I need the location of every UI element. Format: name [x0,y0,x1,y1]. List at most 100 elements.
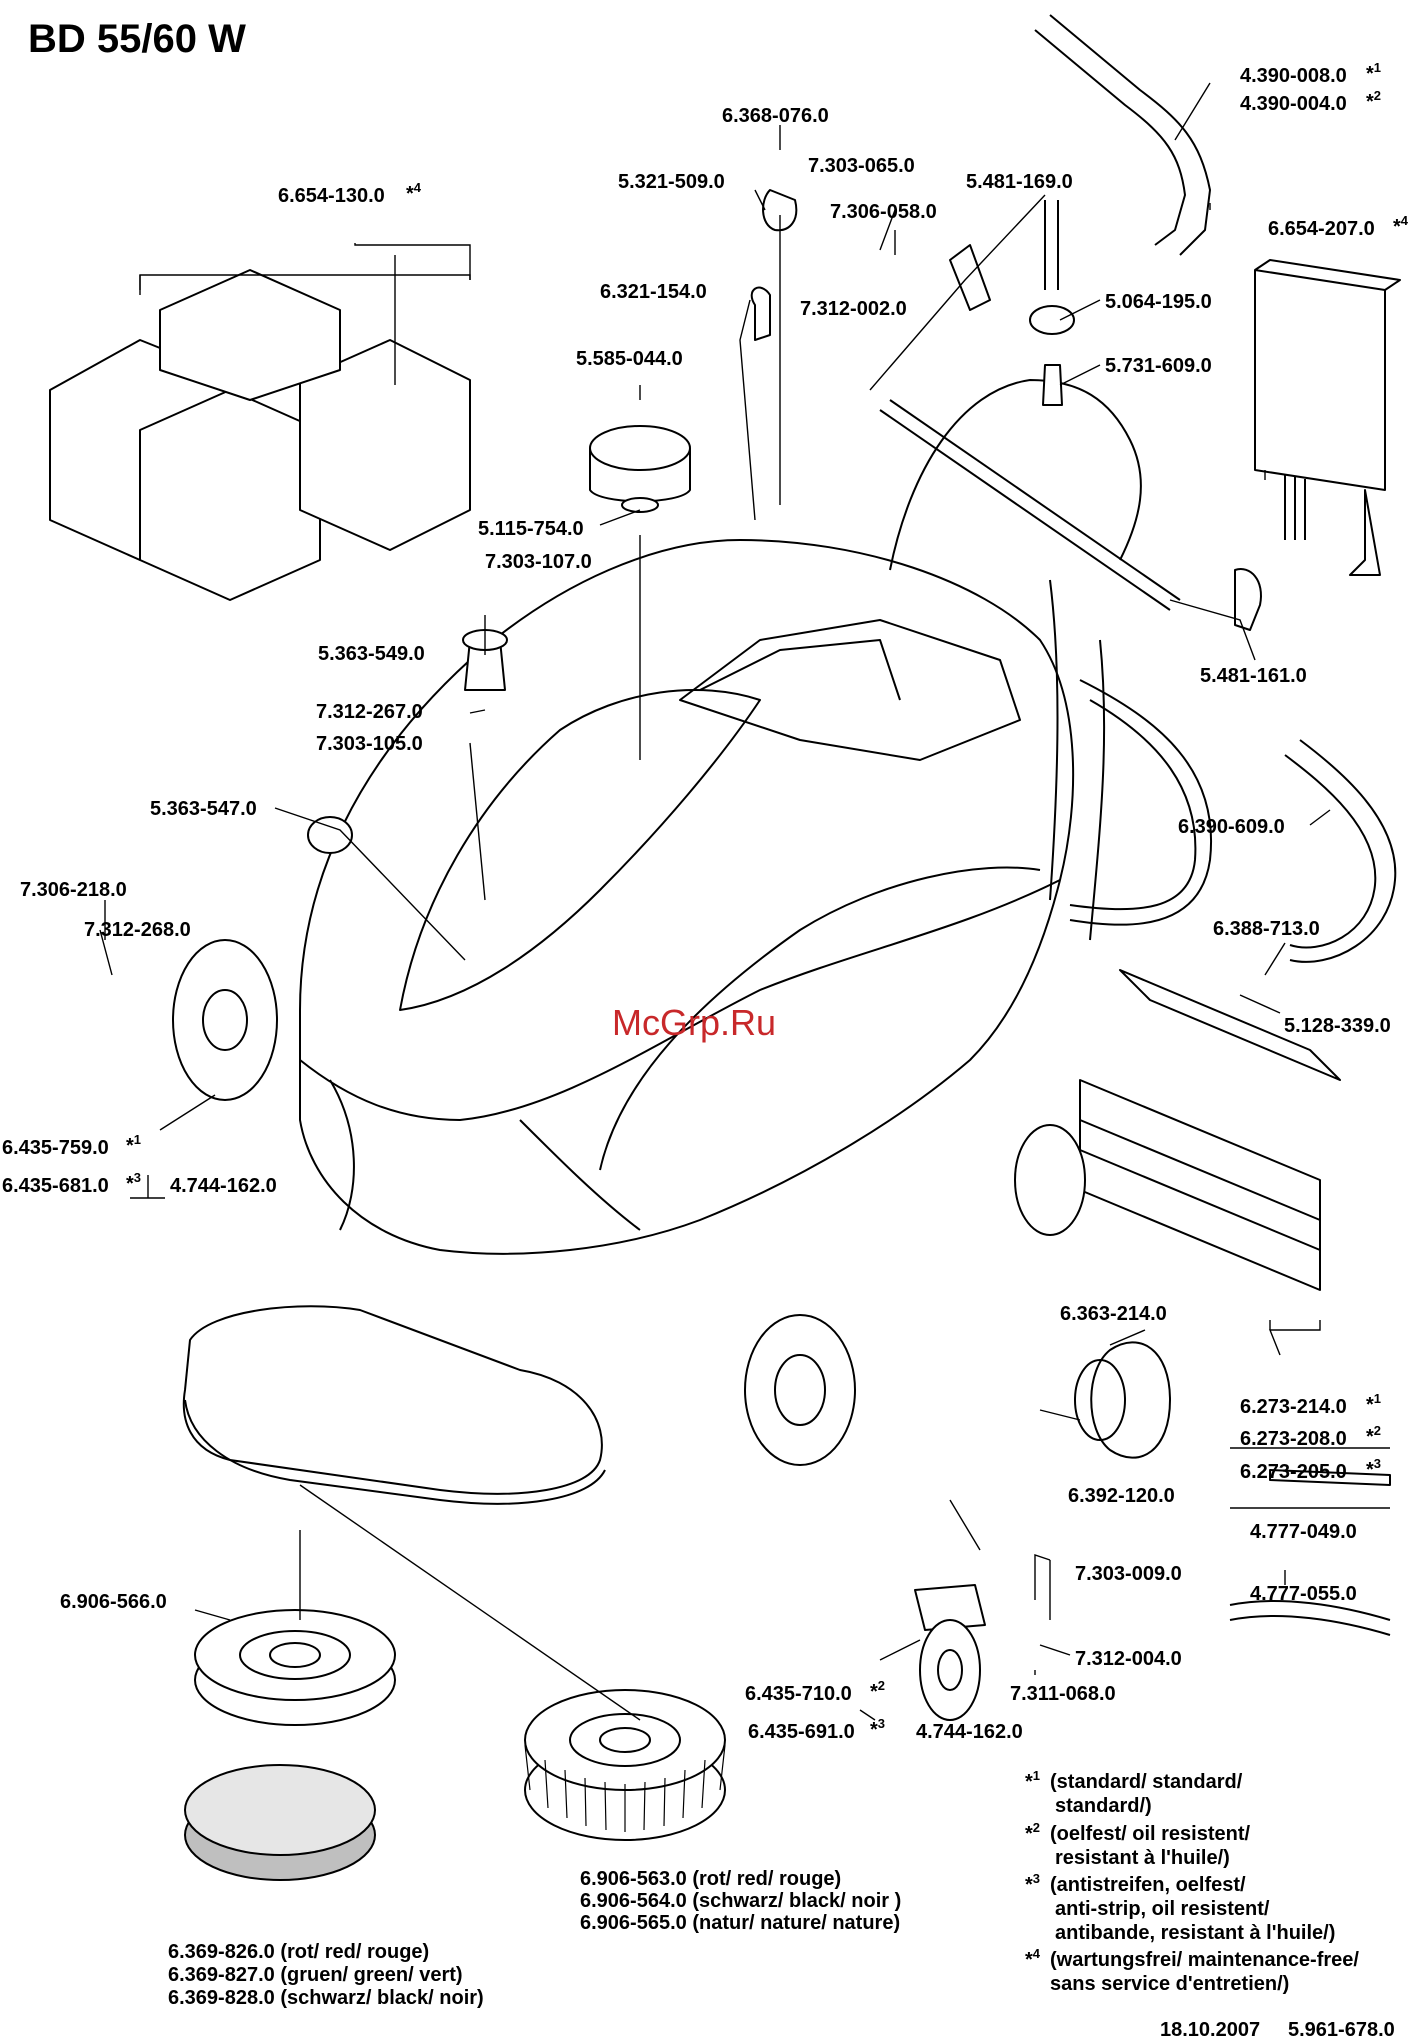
part-label-6654-207: 6.654-207.0 [1268,218,1375,240]
part-label-7306-218: 7.306-218.0 [20,879,127,901]
footnote-legend: *1 (standard/ standard/ standard/) *2 (o… [1025,1768,1359,1995]
part-label-7312-002: 7.312-002.0 [800,298,907,320]
svg-text:*3: *3 [870,1716,885,1741]
part-label-5128-339: 5.128-339.0 [1284,1015,1391,1037]
footnote-number: 4 [414,180,422,195]
legend-text: (standard/ standard/ [1050,1771,1243,1793]
pad-variant-label: 6.369-827.0 (gruen/ green/ vert) [168,1964,463,1986]
charger-drawing [1254,259,1401,576]
footnote-mark: * [870,1681,878,1703]
leader-lines [99,82,1390,1721]
svg-text:*2: *2 [870,1678,885,1703]
legend-number: 2 [1033,1820,1040,1835]
part-label-6273-208: 6.273-208.0 [1240,1428,1347,1450]
legend-mark: * [1025,1823,1033,1845]
brush-variant-label: 6.906-563.0 (rot/ red/ rouge) [580,1868,841,1890]
svg-text:*1: *1 [1366,60,1381,85]
part-label-4390-004: 4.390-004.0 [1240,93,1347,115]
part-label-5481-169: 5.481-169.0 [966,171,1073,193]
part-label-6321-154: 6.321-154.0 [600,281,707,303]
part-label-5481-161: 5.481-161.0 [1200,665,1307,687]
footnote-number: 1 [1374,60,1381,75]
part-label-4744-162: 4.744-162.0 [170,1175,277,1197]
footnote-mark: * [406,183,414,205]
legend-text: anti-strip, oil resistent/ [1055,1898,1270,1920]
footnote-mark: * [1366,1459,1374,1481]
footnote-number: 1 [1374,1391,1381,1406]
pad-drawing [184,1764,376,1881]
pad-variant-label: 6.369-828.0 (schwarz/ black/ noir) [168,1987,484,2009]
part-label-7312-268: 7.312-268.0 [84,919,191,941]
brush-variant-label: 6.906-564.0 (schwarz/ black/ noir ) [580,1890,901,1912]
legend-text: (wartungsfrei/ maintenance-free/ [1050,1949,1359,1971]
part-label-7303-107: 7.303-107.0 [485,551,592,573]
part-label-6654-130: 6.654-130.0 [278,185,385,207]
part-label-6390-609: 6.390-609.0 [1178,816,1285,838]
legend-text: antibande, resistant à l'huile/) [1055,1922,1335,1944]
part-label-5115-754: 5.115-754.0 [478,518,584,540]
small-parts-drawing [172,189,1391,1721]
part-label-6392-120: 6.392-120.0 [1068,1485,1175,1507]
part-label-7312-267: 7.312-267.0 [316,701,423,723]
part-label-5731-609: 5.731-609.0 [1105,355,1212,377]
footnote-mark: * [1366,1394,1374,1416]
legend-mark: * [1025,1771,1033,1793]
part-label-7303-065: 7.303-065.0 [808,155,915,177]
svg-text:*2: *2 [1366,88,1381,113]
svg-text:*4: *4 [1393,213,1409,238]
legend-number: 3 [1033,1871,1040,1886]
footnote-mark: * [126,1173,134,1195]
footnote-mark: * [1366,91,1374,113]
watermark: McGrp.Ru [612,1002,776,1043]
svg-text:*1: *1 [126,1132,141,1157]
footnote-number: 1 [134,1132,141,1147]
part-label-6435-691: 6.435-691.0 [748,1721,855,1743]
part-label-5064-195: 5.064-195.0 [1105,291,1212,313]
pad-holder-drawing [194,1609,396,1726]
part-label-6388-713: 6.388-713.0 [1213,918,1320,940]
legend-number: 4 [1033,1946,1041,1961]
part-label-7312-004: 7.312-004.0 [1075,1648,1182,1670]
brush-variant-label: 6.906-565.0 (natur/ nature/ nature) [580,1912,900,1934]
footnote-mark: * [1393,216,1401,238]
footnote-number: 4 [1401,213,1409,228]
battery-set-drawing [49,269,471,601]
part-label-5585-044: 5.585-044.0 [576,348,683,370]
footnote-mark: * [1366,63,1374,85]
part-label-6273-205: 6.273-205.0 [1240,1461,1347,1483]
footnote-number: 3 [134,1170,141,1185]
legend-text: (oelfest/ oil resistent/ [1050,1823,1250,1845]
part-label-6906-566: 6.906-566.0 [60,1591,167,1613]
part-label-6435-681: 6.435-681.0 [2,1175,109,1197]
part-label-4390-008: 4.390-008.0 [1240,65,1347,87]
part-label-7303-105: 7.303-105.0 [316,733,423,755]
suction-hose-drawing [1034,14,1397,963]
footnote-number: 2 [1374,88,1381,103]
svg-text:*4: *4 [406,180,422,205]
legend-text: standard/) [1055,1795,1152,1817]
part-label-6435-759: 6.435-759.0 [2,1137,109,1159]
footnote-number: 3 [1374,1456,1381,1471]
part-label-6435-710: 6.435-710.0 [745,1683,852,1705]
legend-text: sans service d'entretien/) [1050,1973,1289,1995]
part-label-4777-055: 4.777-055.0 [1250,1583,1357,1605]
footnote-number: 2 [878,1678,885,1693]
part-label-4744-162: 4.744-162.0 [916,1721,1023,1743]
legend-text: resistant à l'huile/) [1055,1847,1230,1869]
part-label-5321-509: 5.321-509.0 [618,171,725,193]
part-label-6273-214: 6.273-214.0 [1240,1396,1347,1418]
part-label-6368-076: 6.368-076.0 [722,105,829,127]
svg-text:*3: *3 [126,1170,141,1195]
svg-text:*1: *1 [1025,1768,1040,1793]
diagram-title: BD 55/60 W [28,17,246,61]
svg-text:*2: *2 [1366,1423,1381,1448]
part-label-6363-214: 6.363-214.0 [1060,1303,1167,1325]
footnote-mark: * [870,1719,878,1741]
svg-text:*4: *4 [1025,1946,1041,1971]
footnote-number: 3 [878,1716,885,1731]
pad-variant-label: 6.369-826.0 (rot/ red/ rouge) [168,1941,429,1963]
footnote-mark: * [126,1135,134,1157]
part-label-7311-068: 7.311-068.0 [1010,1683,1116,1705]
svg-text:*1: *1 [1366,1391,1381,1416]
svg-text:*3: *3 [1025,1871,1040,1896]
